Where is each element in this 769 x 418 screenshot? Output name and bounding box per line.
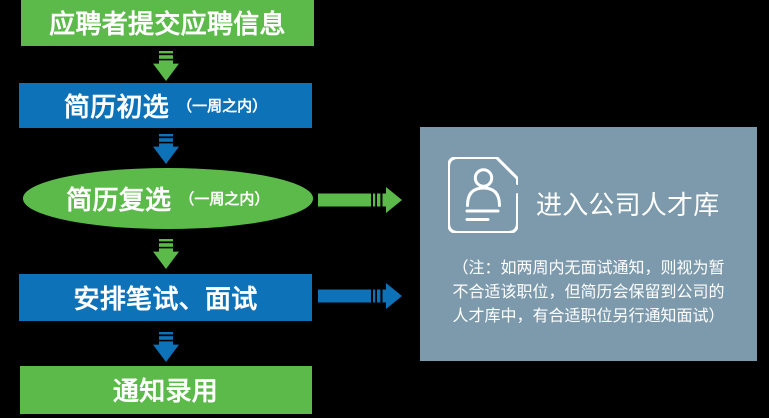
arrow-down-4-icon: [152, 332, 179, 362]
step-submit-application: 应聘者提交应聘信息: [21, 0, 314, 46]
arrow-down-3-icon: [152, 239, 179, 270]
resume-document-icon: [448, 157, 518, 233]
step-duration: （一周之内）: [177, 98, 268, 116]
talent-pool-note-line: 不合适该职位，但简历会保留到公司的: [452, 283, 725, 301]
talent-pool-panel: 进入公司人才库 （注：如两周内无面试通知，则视为暂 不合适该职位，但简历会保留到…: [420, 127, 757, 361]
talent-pool-note-line: （注：如两周内无面试通知，则视为暂: [452, 259, 725, 277]
arrow-down-1-icon: [152, 50, 179, 81]
talent-pool-note-line: 人才库中，有合适职位另行通知面试）: [452, 308, 725, 326]
talent-pool-title: 进入公司人才库: [536, 190, 720, 220]
step-resume-initial-screening: 简历初选 （一周之内）: [19, 83, 312, 129]
step-label: 安排笔试、面试: [73, 283, 258, 314]
talent-pool-note: （注：如两周内无面试通知，则视为暂 不合适该职位，但简历会保留到公司的 人才库中…: [420, 257, 757, 330]
arrow-down-2-icon: [152, 134, 179, 164]
step-label: 简历初选: [63, 92, 170, 123]
step-arrange-test-interview: 安排笔试、面试: [19, 274, 312, 321]
step-label: 应聘者提交应聘信息: [49, 9, 286, 40]
arrow-right-green-icon: [318, 187, 402, 214]
step-duration: （一周之内）: [179, 191, 270, 209]
step-resume-second-screening: 简历复选 （一周之内）: [22, 168, 313, 229]
step-offer-notification: 通知录用: [19, 366, 312, 414]
step-label: 简历复选: [66, 185, 172, 216]
step-label: 通知录用: [112, 376, 219, 407]
arrow-right-blue-icon: [318, 282, 402, 309]
